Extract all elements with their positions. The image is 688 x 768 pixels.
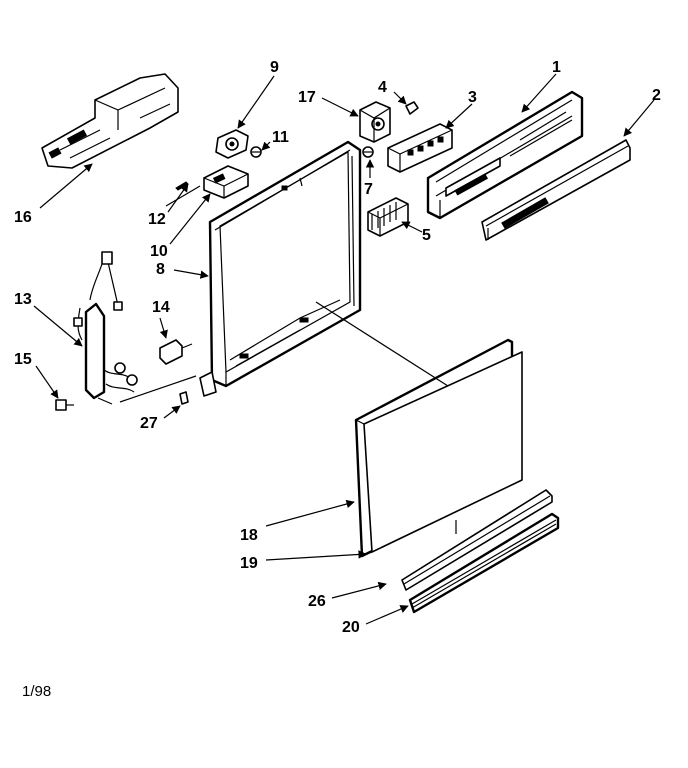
assembly-line-harness <box>119 375 197 403</box>
callout-27: 27 <box>140 415 158 432</box>
part-26-trim-strip <box>401 489 553 591</box>
part-20-bottom-trim <box>408 512 560 614</box>
assembly-line-door <box>315 301 449 387</box>
callout-labels: 1 2 3 4 5 7 8 9 10 11 12 13 14 15 16 17 … <box>14 59 661 636</box>
part-16-vent-housing <box>41 73 179 169</box>
callout-15: 15 <box>14 351 32 368</box>
part-10-latch <box>203 165 249 199</box>
callout-3: 3 <box>468 89 477 106</box>
part-2-console-strip <box>481 139 631 241</box>
footer-code: 1/98 <box>22 683 51 700</box>
callout-13: 13 <box>14 291 32 308</box>
callout-8: 8 <box>156 261 165 278</box>
callout-18: 18 <box>240 527 258 544</box>
part-14-switch <box>159 339 193 365</box>
part-7-screw <box>362 146 374 158</box>
callout-11: 11 <box>272 129 289 146</box>
callout-1: 1 <box>552 59 561 76</box>
part-4-knob <box>405 101 419 115</box>
callout-5: 5 <box>422 227 431 244</box>
assembly-line-12 <box>165 185 201 207</box>
callout-7: 7 <box>364 181 373 198</box>
callout-4: 4 <box>378 79 387 96</box>
part-9-hinge-bracket <box>215 129 249 159</box>
part-8-inner-door-frame <box>199 140 362 397</box>
part-13-wire-harness <box>73 251 138 405</box>
callout-19: 19 <box>240 555 258 572</box>
callout-16: 16 <box>14 209 32 226</box>
callout-2: 2 <box>652 87 661 104</box>
part-27-screw <box>179 391 189 405</box>
part-17-switch-bracket <box>359 101 391 143</box>
part-11-screw <box>250 146 262 158</box>
part-18-outer-door-panel <box>354 338 523 558</box>
callout-10: 10 <box>150 243 168 260</box>
callout-14: 14 <box>152 299 170 316</box>
callout-leaders <box>33 73 655 625</box>
part-5-connector <box>367 197 409 237</box>
callout-12: 12 <box>148 211 166 228</box>
part-15-screw <box>55 399 74 411</box>
part-3-control-module <box>387 123 453 173</box>
callout-17: 17 <box>298 89 316 106</box>
callout-20: 20 <box>342 619 360 636</box>
callout-9: 9 <box>270 59 279 76</box>
callout-26: 26 <box>308 593 326 610</box>
part-1-control-panel <box>426 90 584 220</box>
